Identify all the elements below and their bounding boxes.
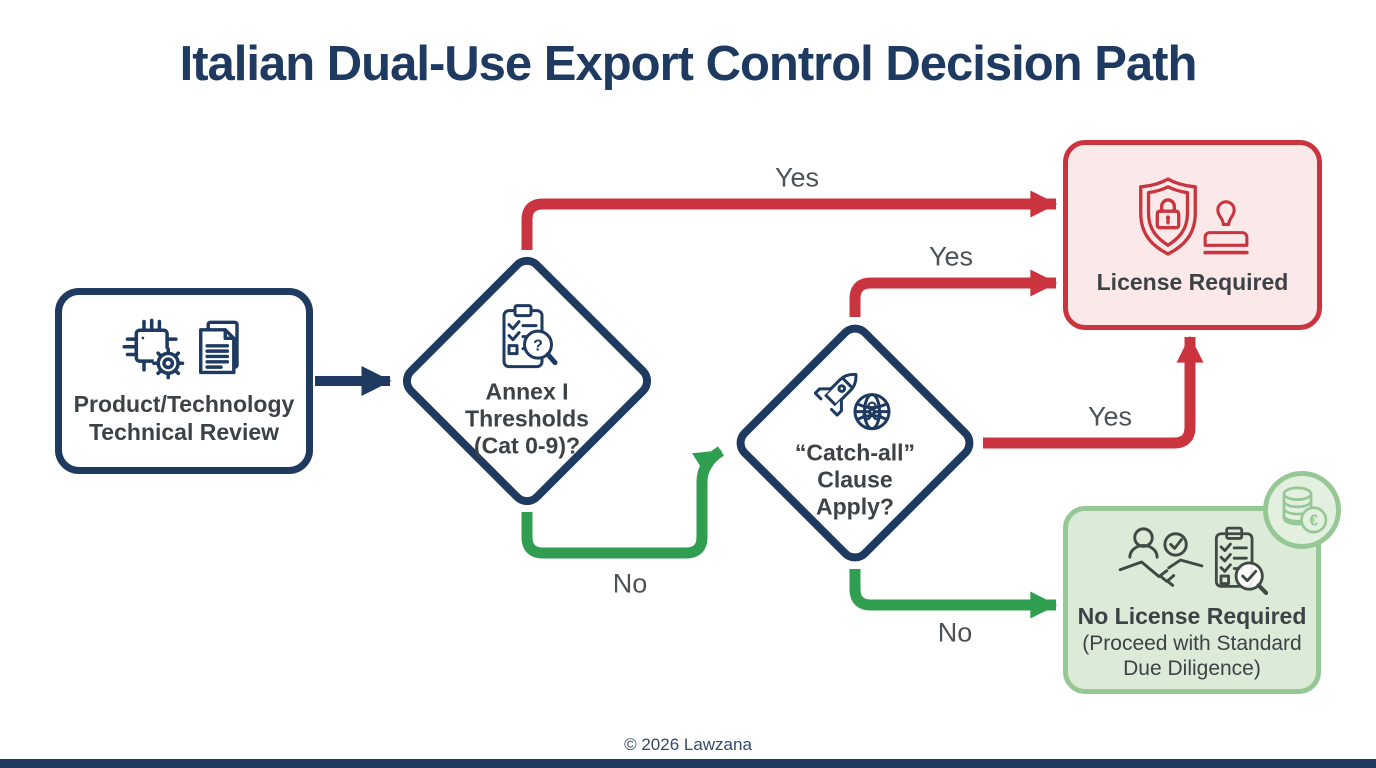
svg-text:€: € — [1309, 512, 1318, 529]
no-license-subtitle: (Proceed with Standard Due Diligence) — [1082, 632, 1302, 681]
euro-coins-icon: € — [1282, 486, 1328, 534]
clipboard-checklist-magnifier-icon: ? — [502, 304, 558, 369]
checklist-verified-magnifier-icon — [1214, 526, 1268, 596]
approval-stamp-icon — [1202, 200, 1249, 255]
shield-lock-icon — [1138, 177, 1197, 256]
license-required-label: License Required — [1096, 268, 1289, 295]
start-node-icons — [118, 316, 250, 382]
copyright-footer: © 2026 Lawzana — [624, 735, 752, 754]
annex-decision-label: Annex I Thresholds (Cat 0-9)? — [465, 378, 589, 459]
edge-label-annex-yes: Yes — [774, 162, 820, 193]
edge-annex-yes-to-license — [521, 190, 1058, 250]
page-title: Italian Dual-Use Export Control Decision… — [179, 37, 1198, 91]
edge-label-catchall-no: No — [937, 617, 973, 648]
euro-coins-badge: € — [1263, 471, 1341, 549]
bottom-accent-bar — [0, 759, 1376, 768]
node-annex-thresholds-decision: ? Annex I Thresholds (Cat 0-9)? — [395, 249, 659, 513]
catchall-decision-label: “Catch-all” Clause Apply? — [794, 439, 916, 520]
handshake-verified-icon — [1118, 527, 1204, 587]
svg-text:?: ? — [533, 338, 543, 355]
documents-icon — [199, 320, 239, 375]
node-product-technical-review: Product/Technology Technical Review — [55, 288, 313, 474]
edge-catchall-yes-right-to-license — [983, 335, 1204, 449]
edge-label-catchall-yes-right: Yes — [1087, 401, 1133, 432]
node-license-required: License Required — [1063, 140, 1322, 330]
license-node-icons — [1131, 174, 1255, 260]
no-license-title: No License Required — [1077, 603, 1307, 630]
nolicense-node-icons — [1116, 524, 1268, 598]
node-catchall-clause-decision: “Catch-all” Clause Apply? — [729, 317, 981, 569]
missile-biohazard-globe-icon — [814, 372, 891, 431]
edge-catchall-yes-top-to-license — [849, 269, 1058, 317]
edge-label-catchall-yes-top: Yes — [928, 241, 974, 272]
edge-label-annex-no: No — [612, 568, 648, 599]
edge-catchall-no-to-nolicense — [849, 569, 1058, 619]
start-node-label: Product/Technology Technical Review — [73, 390, 295, 445]
microchip-gear-icon — [122, 318, 185, 380]
